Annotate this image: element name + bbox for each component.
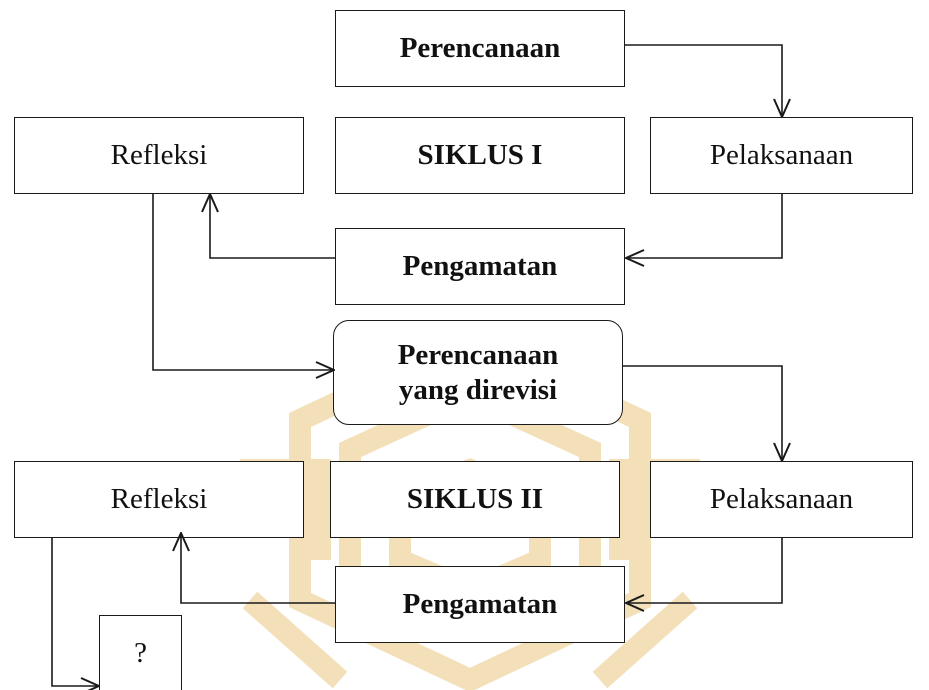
observation-label-1: Pengamatan xyxy=(402,250,558,283)
implementation-box-1: Pelaksanaan xyxy=(650,117,913,194)
revised-planning-box: Perencanaan yang direvisi xyxy=(333,320,623,425)
implementation-box-2: Pelaksanaan xyxy=(650,461,913,538)
reflection-box-1: Refleksi xyxy=(14,117,304,194)
reflection-label-2: Refleksi xyxy=(110,483,208,516)
next-step-box: ? xyxy=(99,615,182,690)
cycle-1-label: SIKLUS I xyxy=(417,139,543,172)
revised-planning-line-1: Perencanaan xyxy=(397,338,559,371)
planning-box: Perencanaan xyxy=(335,10,625,87)
cycle-2-label-box: SIKLUS II xyxy=(330,461,620,538)
observation-box-2: Pengamatan xyxy=(335,566,625,643)
observation-label-2: Pengamatan xyxy=(402,588,558,621)
next-step-label: ? xyxy=(134,636,147,669)
implementation-label-1: Pelaksanaan xyxy=(709,139,854,172)
implementation-label-2: Pelaksanaan xyxy=(709,483,854,516)
cycle-2-label: SIKLUS II xyxy=(406,483,544,516)
revised-planning-line-2: yang direvisi xyxy=(398,373,558,406)
planning-label: Perencanaan xyxy=(399,32,561,65)
reflection-label-1: Refleksi xyxy=(110,139,208,172)
reflection-box-2: Refleksi xyxy=(14,461,304,538)
observation-box-1: Pengamatan xyxy=(335,228,625,305)
cycle-1-label-box: SIKLUS I xyxy=(335,117,625,194)
